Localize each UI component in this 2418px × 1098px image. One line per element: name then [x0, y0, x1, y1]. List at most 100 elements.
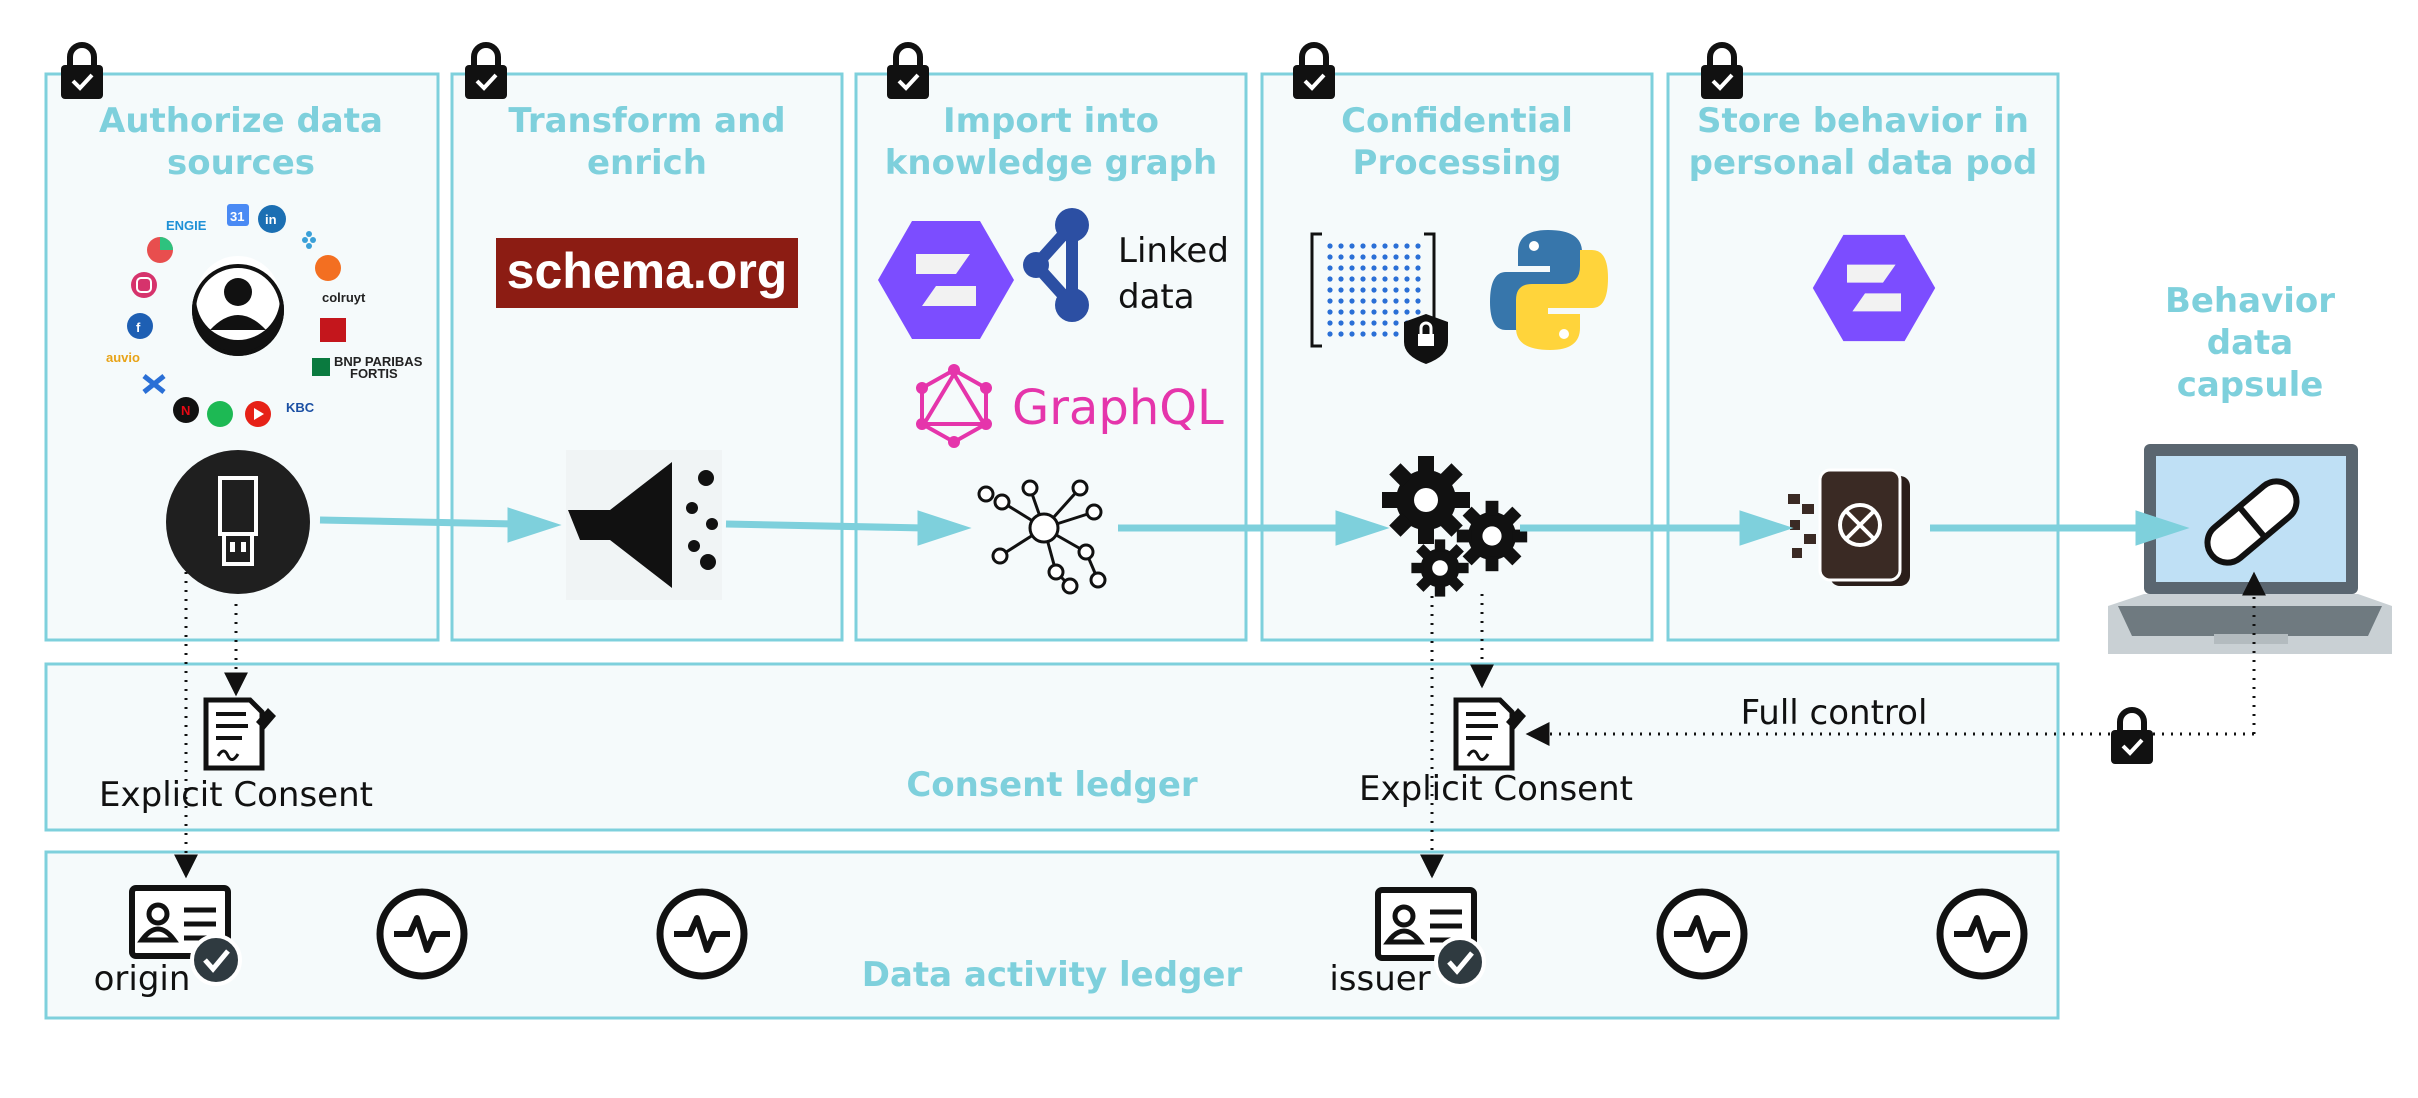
grid-dot — [1371, 320, 1377, 326]
stage-title-line2: enrich — [587, 143, 707, 183]
grid-dot — [1360, 265, 1366, 271]
explicit-consent-label: Explicit Consent — [99, 775, 373, 815]
grid-dot — [1327, 265, 1333, 271]
origin-label: origin — [94, 959, 191, 999]
lock-icon — [2111, 710, 2153, 764]
grid-dot — [1349, 298, 1355, 304]
kbc-logo: KBC — [286, 400, 315, 415]
full-control-label: Full control — [1741, 693, 1928, 733]
grid-dot — [1327, 298, 1333, 304]
graph-network-icon — [977, 479, 1107, 595]
lock-icon — [61, 45, 103, 99]
data-sources-cluster: ENGIE 31 in colruyt f auvio BNP PARIBAS … — [106, 204, 423, 427]
netflix-icon — [173, 397, 199, 423]
grid-dot — [1338, 276, 1344, 282]
grid-dot — [1393, 243, 1399, 249]
lock-icon — [887, 45, 929, 99]
grid-dot — [1382, 276, 1388, 282]
grid-dot — [1327, 254, 1333, 260]
laptop-capsule-icon — [2108, 444, 2392, 654]
strava-icon — [315, 255, 341, 281]
grid-dot — [1404, 309, 1410, 315]
usb-key-icon — [166, 450, 310, 594]
grid-dot — [1382, 287, 1388, 293]
engie-logo: ENGIE — [166, 218, 207, 233]
stage-title-line1: Authorize data — [99, 101, 383, 141]
bnp-logo-line2: FORTIS — [350, 366, 398, 381]
grid-dot — [1371, 331, 1377, 337]
grid-dot — [1393, 254, 1399, 260]
capsule-title-line1: Behavior — [2165, 281, 2335, 321]
funnel-transform-icon — [566, 450, 722, 600]
grid-dot — [1415, 287, 1421, 293]
grid-dot — [1382, 320, 1388, 326]
svg-text:ENGIE: ENGIE — [166, 218, 207, 233]
grid-dot — [1360, 320, 1366, 326]
grid-dot — [1327, 243, 1333, 249]
svg-text:N: N — [181, 403, 190, 418]
grid-dot — [1393, 265, 1399, 271]
grid-dot — [1360, 254, 1366, 260]
grid-dot — [1404, 265, 1410, 271]
grid-dot — [1327, 331, 1333, 337]
grid-dot — [1327, 276, 1333, 282]
grid-dot — [1338, 331, 1344, 337]
lock-icon — [1701, 45, 1743, 99]
grid-dot — [1404, 276, 1410, 282]
stage-title-line1: Import into — [943, 101, 1159, 141]
grid-dot — [1338, 298, 1344, 304]
capsule-title-line3: capsule — [2177, 365, 2324, 405]
stage-title-line2: personal data pod — [1689, 143, 2038, 183]
stage-title-line2: sources — [167, 143, 315, 183]
calendar-icon — [227, 204, 249, 226]
spotify-icon — [207, 401, 233, 427]
grid-dot — [1393, 276, 1399, 282]
grid-dot — [1338, 287, 1344, 293]
grid-dot — [1382, 265, 1388, 271]
grid-dot — [1415, 243, 1421, 249]
grid-dot — [1415, 265, 1421, 271]
svg-text:f: f — [136, 320, 141, 335]
grid-dot — [1415, 254, 1421, 260]
lock-icon — [465, 45, 507, 99]
grid-dot — [1349, 320, 1355, 326]
grid-dot — [1360, 298, 1366, 304]
python-logo — [1490, 230, 1608, 350]
grid-dot — [1338, 320, 1344, 326]
delhaize-logo — [320, 318, 346, 342]
activity-pulse-icon — [1940, 892, 2024, 976]
grid-dot — [1393, 331, 1399, 337]
explicit-consent-label: Explicit Consent — [1359, 769, 1633, 809]
grid-dot — [1382, 243, 1388, 249]
issuer-label: issuer — [1329, 959, 1430, 999]
grid-dot — [1415, 309, 1421, 315]
linked-data-icon — [1023, 208, 1089, 322]
grid-dot — [1360, 331, 1366, 337]
verified-check-icon — [192, 936, 240, 984]
grid-dot — [1371, 276, 1377, 282]
vault-icon — [1788, 468, 1910, 586]
stage-title-line2: Processing — [1353, 143, 1562, 183]
grid-dot — [1349, 309, 1355, 315]
flow-arrows — [319, 507, 2190, 546]
grid-dot — [1393, 309, 1399, 315]
linked-data-label-line2: data — [1118, 277, 1195, 317]
activity-pulse-icon — [1660, 892, 1744, 976]
linked-data-label-line1: Linked — [1118, 231, 1229, 271]
colruyt-logo: colruyt — [322, 290, 366, 305]
grid-dot — [1371, 298, 1377, 304]
grid-dot — [1327, 320, 1333, 326]
grid-dot — [1338, 243, 1344, 249]
activity-pulse-icon — [660, 892, 744, 976]
svg-text:GraphQL: GraphQL — [1012, 380, 1224, 436]
grid-dot — [1404, 298, 1410, 304]
linkedin-icon — [258, 205, 286, 233]
grid-dot — [1327, 287, 1333, 293]
bnp-icon — [312, 358, 330, 376]
grid-dot — [1327, 309, 1333, 315]
calendar-icon-label: 31 — [230, 209, 244, 224]
grid-dot — [1404, 243, 1410, 249]
grid-dot — [1360, 287, 1366, 293]
lock-icon — [1293, 45, 1335, 99]
